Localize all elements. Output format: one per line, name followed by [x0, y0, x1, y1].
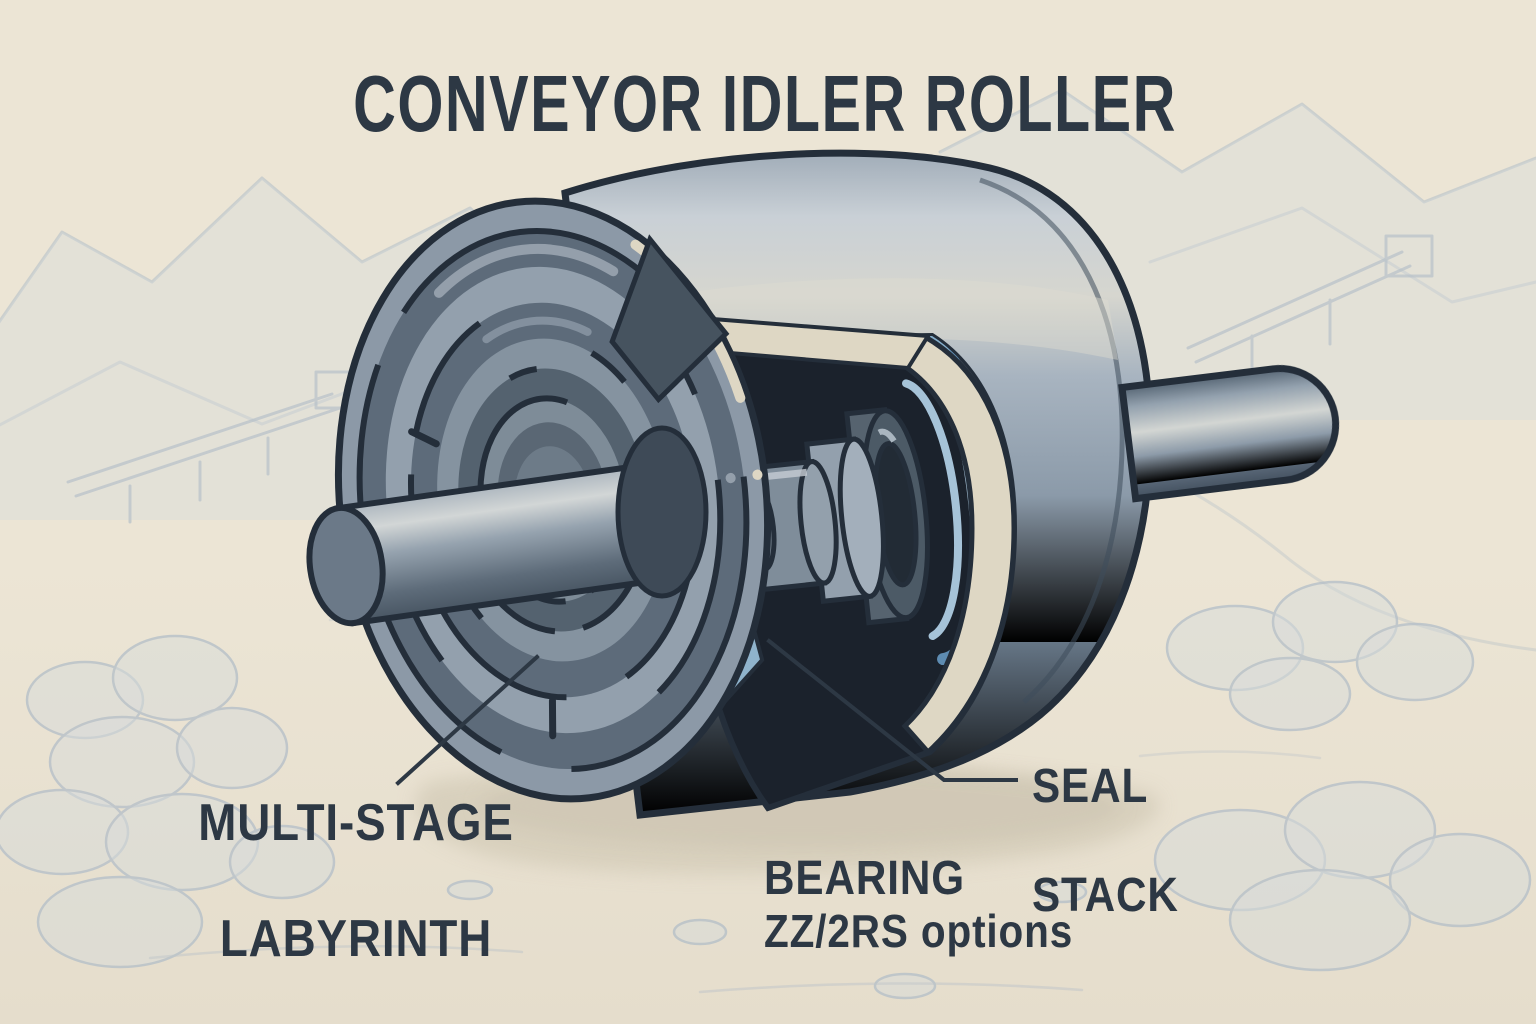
cut-faces: [691, 315, 1017, 756]
seal-line2: STACK: [1032, 869, 1179, 923]
conveyor-sketch-right: [1186, 234, 1434, 380]
seal-line1: SEAL: [1032, 760, 1149, 813]
rock-piles: [0, 580, 1532, 1000]
label-seal-stack: SEAL STACK: [1032, 760, 1179, 924]
cut-face-ring: [893, 333, 1017, 756]
cap-cut-sliver: [340, 205, 766, 795]
leader-line-seal: [766, 638, 1018, 782]
labyrinth-line1: MULTI-STAGE: [198, 794, 514, 852]
cap-cut-notch: [609, 234, 730, 404]
drum-end-contour: [979, 177, 1125, 704]
label-multi-stage-labyrinth: MULTI-STAGE LABYRINTH: [198, 794, 514, 969]
label-bearing-options: ZZ/2RS options: [764, 905, 1074, 957]
shaft-collar: [615, 425, 709, 599]
label-bearing: BEARING: [764, 852, 965, 905]
shaft-end-cap: [306, 504, 386, 627]
page-title: CONVEYOR IDLER ROLLER: [353, 59, 1177, 148]
labyrinth-line2: LABYRINTH: [219, 910, 493, 969]
shaft-right: [1118, 365, 1340, 503]
leader-line-labyrinth: [395, 654, 540, 786]
